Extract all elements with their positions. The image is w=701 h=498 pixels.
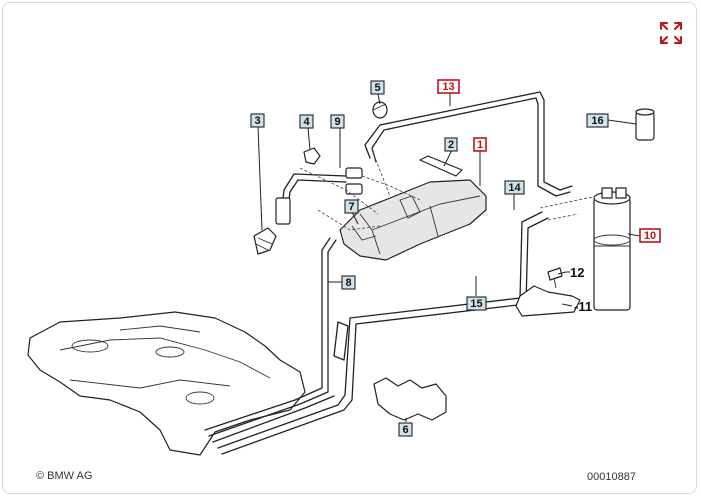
callout-7[interactable]: 7 [344,199,359,214]
svg-text:5: 5 [374,82,380,94]
copyright-notice: © BMW AG [36,470,93,482]
cap-16 [635,108,655,141]
svg-text:14: 14 [508,182,521,194]
svg-text:10: 10 [644,230,656,242]
svg-text:8: 8 [345,277,351,289]
svg-text:1: 1 [477,139,483,151]
callout-12[interactable]: 12 [566,265,584,280]
callout-14[interactable]: 14 [504,180,525,195]
callout-1[interactable]: 1 [473,137,487,152]
callout-3[interactable]: 3 [250,113,265,128]
strap-11 [515,285,581,317]
bracket-2 [419,155,463,177]
svg-text:-11: -11 [574,299,592,314]
callout-6[interactable]: 6 [398,422,413,437]
callout-11[interactable]: -11 [574,299,592,314]
expand-icon[interactable] [658,20,684,46]
svg-text:13: 13 [442,81,454,93]
svg-text:4: 4 [303,116,310,128]
diagram-number: 00010887 [587,471,636,483]
fuel-lines [204,211,549,455]
fuel-filter-10 [593,187,631,311]
svg-text:3: 3 [254,115,260,127]
svg-text:7: 7 [348,201,354,213]
pipe-13 [364,91,573,197]
callout-15[interactable]: 15 [466,296,487,311]
svg-text:12: 12 [570,265,584,280]
assembly-lines [299,149,599,231]
clamp-5 [372,101,388,119]
leader-lines [257,92,641,422]
callout-13[interactable]: 13 [437,79,460,94]
callout-9[interactable]: 9 [330,114,345,129]
svg-text:2: 2 [448,139,454,151]
callout-4[interactable]: 4 [299,114,314,129]
holder-6 [373,377,447,421]
svg-text:16: 16 [591,115,603,127]
callout-16[interactable]: 16 [586,113,609,128]
callout-8[interactable]: 8 [341,275,356,290]
svg-text:15: 15 [470,298,482,310]
clip-4 [303,147,321,165]
callout-5[interactable]: 5 [370,80,385,95]
fuel-tank [27,311,306,456]
bolt-12 [547,267,563,289]
callout-10[interactable]: 10 [639,228,661,243]
pipe-3 [253,173,347,255]
callout-2[interactable]: 2 [444,137,458,152]
svg-text:6: 6 [402,424,408,436]
svg-text:9: 9 [334,116,340,128]
canister-1 [339,167,487,261]
